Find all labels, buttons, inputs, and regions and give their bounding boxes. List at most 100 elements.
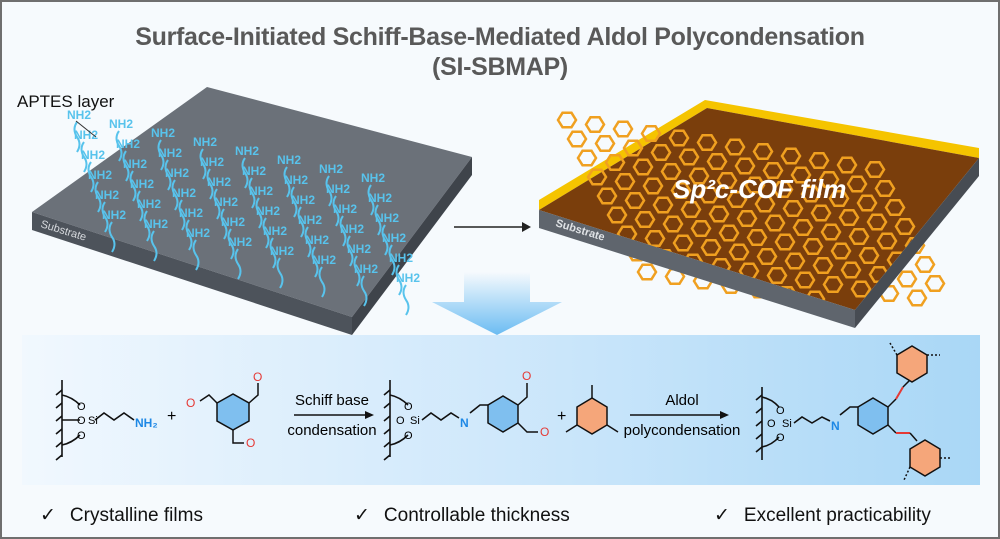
cof-pore	[830, 242, 852, 260]
aptes-chain	[241, 157, 249, 189]
cof-pore	[706, 153, 728, 170]
cof-pore	[840, 261, 862, 279]
mesitylene-molecule	[565, 385, 619, 435]
surface-silane-1	[55, 380, 135, 461]
condensation-label: condensation	[287, 422, 376, 439]
nh2-label: NH2	[67, 108, 91, 122]
nh2-label: NH2	[186, 226, 210, 240]
nh2-label: NH2	[81, 148, 105, 162]
silicon-atom: Si	[88, 415, 98, 427]
aptes-chain	[325, 175, 333, 207]
feature-practicability: ✓Excellent practicability	[714, 504, 931, 527]
aptes-chain	[262, 217, 270, 249]
aptes-chain	[136, 190, 144, 222]
nh2-label: NH2	[291, 193, 315, 207]
aptes-chain	[73, 121, 81, 153]
figure-title: Surface-Initiated Schiff-Base-Mediated A…	[2, 22, 998, 82]
nh2-label: NH2	[179, 206, 203, 220]
cof-pore	[800, 185, 822, 203]
oxygen-atom: O	[522, 369, 531, 383]
aptes-chain	[129, 170, 137, 202]
cof-pore	[784, 252, 806, 270]
silicon-atom: Si	[782, 418, 792, 430]
reaction-arrow-1-head	[365, 411, 374, 419]
nh2-label: NH2	[172, 186, 196, 200]
plus-sign: +	[167, 408, 176, 425]
aptes-chain	[157, 139, 165, 171]
cof-pore	[808, 152, 830, 169]
aptes-chain	[402, 284, 410, 316]
left-substrate-top	[32, 87, 472, 317]
oxygen-atom: O	[776, 405, 785, 417]
nh2-label: NH2	[221, 215, 245, 229]
cof-pore	[856, 194, 878, 212]
aptes-chain	[199, 148, 207, 180]
aptes-chain	[150, 230, 158, 262]
aptes-chain	[318, 266, 326, 298]
cof-pore	[794, 271, 816, 289]
aptes-chain	[227, 228, 235, 260]
nh2-label: NH2	[396, 271, 420, 285]
nh2-label: NH2	[214, 195, 238, 209]
aptes-chain	[332, 195, 340, 227]
aptes-chain	[94, 181, 102, 213]
aptes-chain	[171, 179, 179, 211]
cof-pore	[614, 173, 636, 190]
cof-pore	[864, 161, 886, 178]
cof-pore	[756, 248, 778, 265]
cof-pore	[650, 144, 672, 161]
nh2-label: NH2	[263, 224, 287, 238]
feature-thickness: ✓Controllable thickness	[354, 504, 570, 527]
cof-pore	[566, 130, 588, 148]
down-arrow	[432, 272, 562, 335]
aptes-chains: NH2NH2NH2NH2NH2NH2NH2NH2NH2NH2NH2NH2NH2N…	[67, 108, 420, 316]
oxygen-atom: O	[540, 425, 549, 439]
cof-pore	[696, 134, 718, 151]
cof-pore	[660, 163, 682, 180]
nh2-label: NH2	[270, 244, 294, 258]
cof-pore	[836, 156, 858, 174]
nh2-label: NH2	[333, 202, 357, 216]
nh2-label: NH2	[340, 222, 364, 236]
nh2-label: NH2	[123, 157, 147, 171]
cof-pore	[726, 191, 748, 208]
cof-pore	[632, 158, 654, 176]
nh2-label: NH2	[158, 146, 182, 160]
aptes-chain	[346, 235, 354, 267]
nh2-label: NH2	[88, 168, 112, 182]
nh2-label: NH2	[319, 162, 343, 176]
cof-pore	[556, 111, 578, 129]
surface-silane-2	[383, 380, 488, 461]
aptes-chain	[108, 221, 116, 253]
nh2-label: NH2	[102, 208, 126, 222]
feature-label: Excellent practicability	[743, 505, 931, 526]
reaction-arrow-2-head	[720, 411, 729, 419]
nh2-label: NH2	[284, 173, 308, 187]
schiff-base-label: Schiff base	[295, 392, 369, 409]
cof-pore	[718, 224, 740, 242]
oxygen-atom: O	[396, 415, 405, 427]
aptes-chain	[185, 219, 193, 251]
aptes-chain	[311, 246, 319, 278]
cof-pore	[850, 280, 872, 298]
nh2-label: NH2	[298, 213, 322, 227]
nh2-label: NH2	[242, 164, 266, 178]
cof-pore	[716, 172, 738, 189]
cof-pore	[876, 232, 898, 250]
aptes-chain	[304, 226, 312, 258]
aptes-chain	[122, 150, 130, 182]
amine-group: NH₂	[135, 416, 158, 430]
aptes-chain	[353, 255, 361, 287]
aptes-chain	[80, 141, 88, 173]
aptes-chain	[234, 248, 242, 280]
nh2-label: NH2	[256, 204, 280, 218]
cof-pore	[884, 199, 906, 216]
nh2-label: NH2	[305, 233, 329, 247]
aptes-chain	[269, 237, 277, 269]
nh2-label: NH2	[249, 184, 273, 198]
reaction-scheme-panel: O O O Si NH₂ + O O O Schiff base condens…	[22, 335, 980, 485]
nh2-label: NH2	[389, 251, 413, 265]
cof-pore	[680, 201, 702, 218]
nh2-label: NH2	[151, 126, 175, 140]
cof-film-label: Sp²c-COF film	[673, 174, 846, 204]
